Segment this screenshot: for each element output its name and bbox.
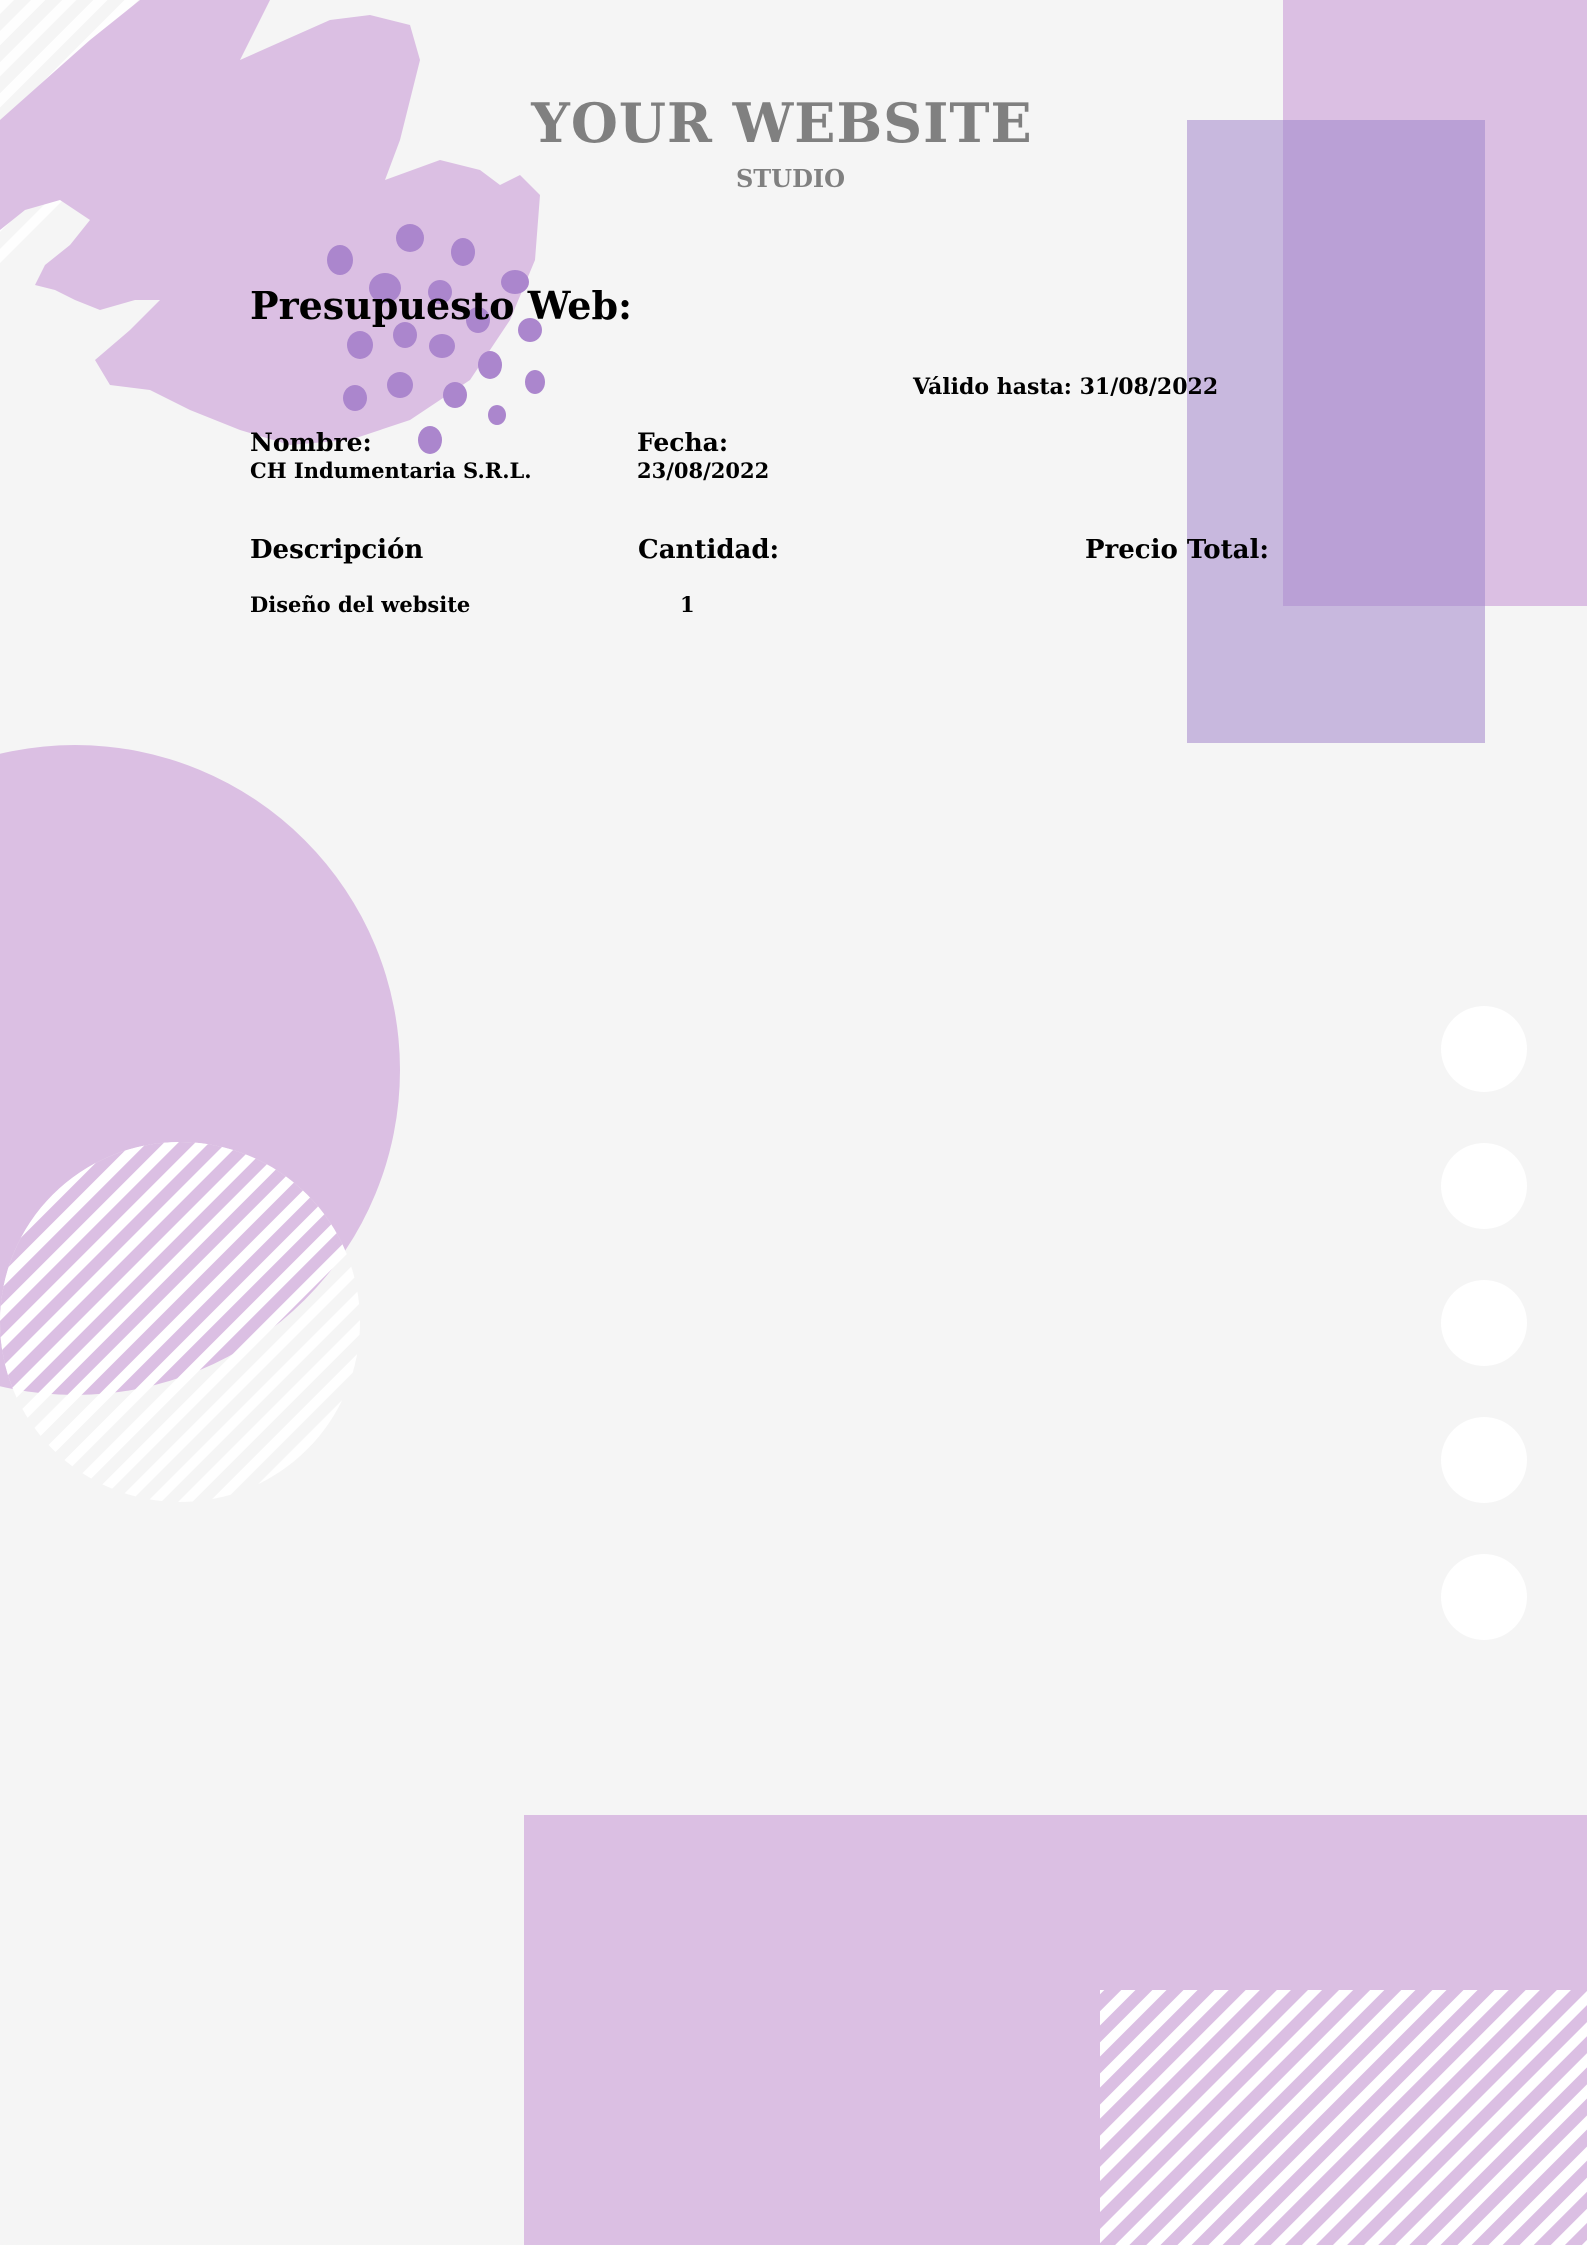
- row-quantity: 1: [680, 592, 695, 617]
- page-title: Presupuesto Web:: [250, 283, 633, 328]
- name-value: CH Indumentaria S.R.L.: [250, 458, 532, 483]
- valid-until: Válido hasta: 31/08/2022: [913, 376, 1218, 398]
- column-header-description: Descripción: [250, 535, 424, 565]
- right-overlap-rect: [1283, 120, 1485, 606]
- column-header-total: Precio Total:: [1085, 535, 1269, 565]
- valid-until-value: 31/08/2022: [1079, 374, 1219, 400]
- name-label: Nombre:: [250, 428, 372, 457]
- brush-dots: [327, 224, 545, 454]
- valid-until-label: Válido hasta:: [913, 374, 1072, 400]
- date-label: Fecha:: [637, 428, 729, 457]
- white-dots-column: [1441, 1006, 1527, 1640]
- brush-stroke-shape: [0, 0, 540, 445]
- bottom-striped-block: [1100, 1990, 1587, 2245]
- column-header-quantity: Cantidad:: [638, 535, 780, 565]
- brand-tagline: STUDIO: [735, 164, 846, 193]
- date-value: 23/08/2022: [637, 458, 770, 483]
- row-description: Diseño del website: [250, 592, 471, 617]
- brand-name: YOUR WEBSITE: [531, 91, 1033, 155]
